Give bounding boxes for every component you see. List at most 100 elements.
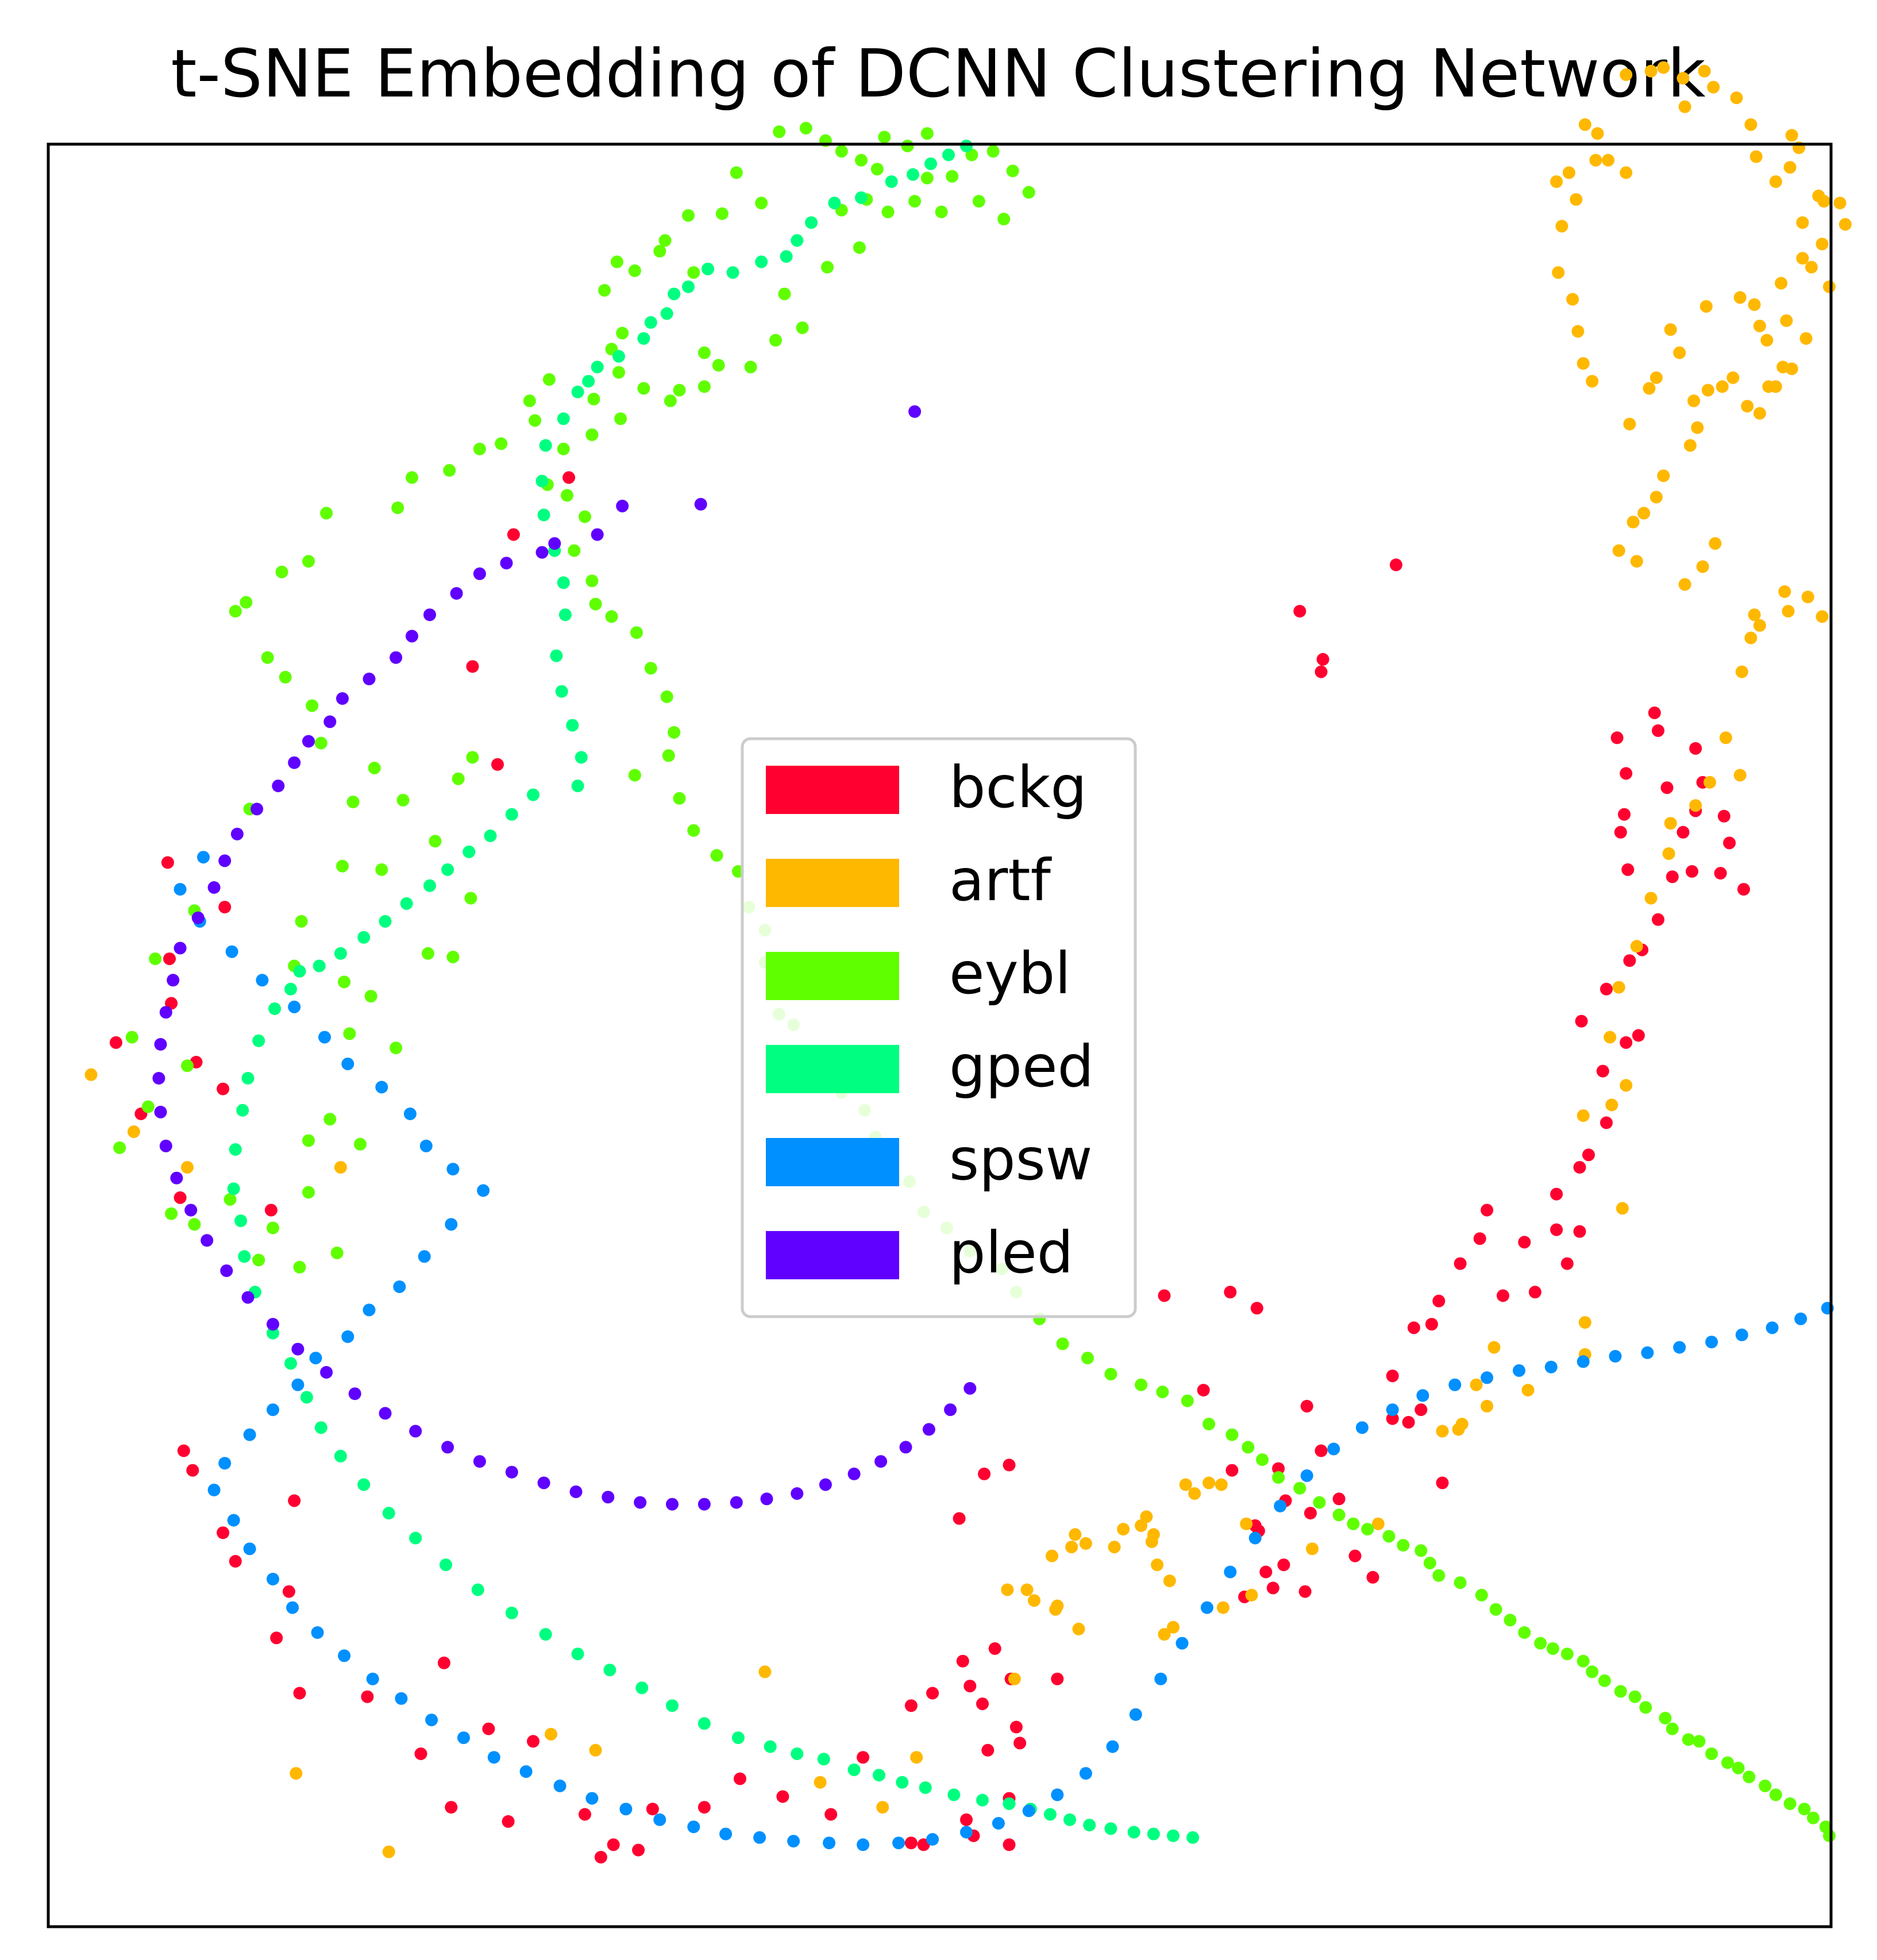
point-artf <box>1822 280 1836 294</box>
point-spsw <box>395 1692 408 1705</box>
point-spsw <box>207 1483 221 1496</box>
point-artf <box>1796 252 1809 265</box>
point-artf <box>1683 439 1697 452</box>
point-eybl <box>295 915 308 928</box>
point-gped <box>571 1648 584 1661</box>
point-gped <box>334 947 347 960</box>
point-eybl <box>557 442 570 456</box>
point-bckg <box>963 1680 977 1693</box>
point-bckg <box>1454 1257 1467 1270</box>
point-pled <box>184 1203 198 1217</box>
point-eybl <box>568 544 581 557</box>
point-gped <box>847 1763 861 1776</box>
point-artf <box>1577 357 1590 370</box>
point-artf <box>814 1776 827 1789</box>
point-bckg <box>1436 1476 1449 1490</box>
point-spsw <box>753 1831 766 1844</box>
point-eybl <box>585 428 599 441</box>
point-eybl <box>464 892 477 905</box>
point-spsw <box>174 883 187 896</box>
point-spsw <box>291 1378 305 1391</box>
point-bckg <box>1224 1286 1237 1299</box>
point-eybl <box>658 234 672 247</box>
point-eybl <box>529 414 542 427</box>
point-eybl <box>1382 1530 1396 1543</box>
point-gped <box>637 332 650 345</box>
point-artf <box>1630 940 1643 953</box>
legend-label-pled: pled <box>949 1219 1073 1286</box>
point-pled <box>473 567 486 580</box>
point-gped <box>791 234 804 247</box>
point-eybl <box>598 284 611 297</box>
point-pled <box>450 587 463 600</box>
legend-swatch-artf <box>766 859 899 907</box>
point-bckg <box>953 1512 966 1525</box>
point-eybl <box>1432 1569 1446 1582</box>
point-bckg <box>482 1722 495 1735</box>
point-pled <box>819 1478 832 1491</box>
point-bckg <box>1300 1399 1313 1413</box>
point-gped <box>284 1357 297 1370</box>
point-pled <box>230 827 244 840</box>
point-artf <box>1436 1425 1449 1438</box>
point-spsw <box>1416 1389 1429 1402</box>
point-eybl <box>855 153 868 167</box>
legend-label-spsw: spsw <box>949 1126 1092 1193</box>
point-gped <box>571 385 584 399</box>
point-artf <box>1620 1079 1633 1092</box>
point-pled <box>191 911 205 924</box>
point-gped <box>227 1182 240 1195</box>
point-eybl <box>165 1207 178 1220</box>
point-gped <box>484 829 497 842</box>
point-artf <box>1678 578 1691 591</box>
point-pled <box>548 537 561 550</box>
point-pled <box>154 1105 167 1118</box>
point-eybl <box>589 597 602 611</box>
point-spsw <box>288 1000 301 1013</box>
point-artf <box>1602 153 1615 167</box>
point-pled <box>241 1291 255 1304</box>
point-bckg <box>1402 1415 1415 1429</box>
point-eybl <box>1504 1614 1517 1627</box>
point-pled <box>423 608 436 622</box>
point-gped <box>666 1699 679 1712</box>
point-pled <box>320 1366 333 1379</box>
point-gped <box>960 140 973 153</box>
point-gped <box>896 1776 909 1789</box>
point-bckg <box>1497 1289 1509 1302</box>
point-bckg <box>1573 1161 1586 1174</box>
point-spsw <box>267 1572 279 1585</box>
point-artf <box>1816 237 1829 250</box>
point-eybl <box>579 510 591 523</box>
point-artf <box>1687 394 1701 407</box>
point-eybl <box>901 140 914 153</box>
point-artf <box>1733 291 1747 304</box>
point-bckg <box>594 1851 607 1863</box>
point-bckg <box>734 1772 746 1785</box>
point-gped <box>566 719 579 732</box>
point-bckg <box>1315 665 1328 678</box>
point-eybl <box>302 1134 315 1147</box>
point-eybl <box>755 196 768 210</box>
point-gped <box>947 1788 961 1801</box>
point-artf <box>1644 892 1658 905</box>
point-bckg <box>1389 558 1402 572</box>
point-gped <box>268 1002 282 1015</box>
point-eybl <box>542 373 556 386</box>
point-spsw <box>487 1751 500 1764</box>
point-eybl <box>1518 1626 1531 1639</box>
point-spsw <box>1129 1708 1142 1721</box>
point-artf <box>1676 72 1690 85</box>
point-spsw <box>857 1838 870 1851</box>
point-artf <box>1215 1478 1228 1491</box>
point-spsw <box>1448 1378 1462 1391</box>
point-pled <box>505 1465 518 1479</box>
point-spsw <box>687 1820 700 1834</box>
point-eybl <box>1104 1368 1117 1381</box>
point-eybl <box>306 699 319 712</box>
point-spsw <box>823 1836 836 1850</box>
point-bckg <box>1652 913 1664 926</box>
point-eybl <box>673 792 686 805</box>
point-eybl <box>443 464 456 477</box>
